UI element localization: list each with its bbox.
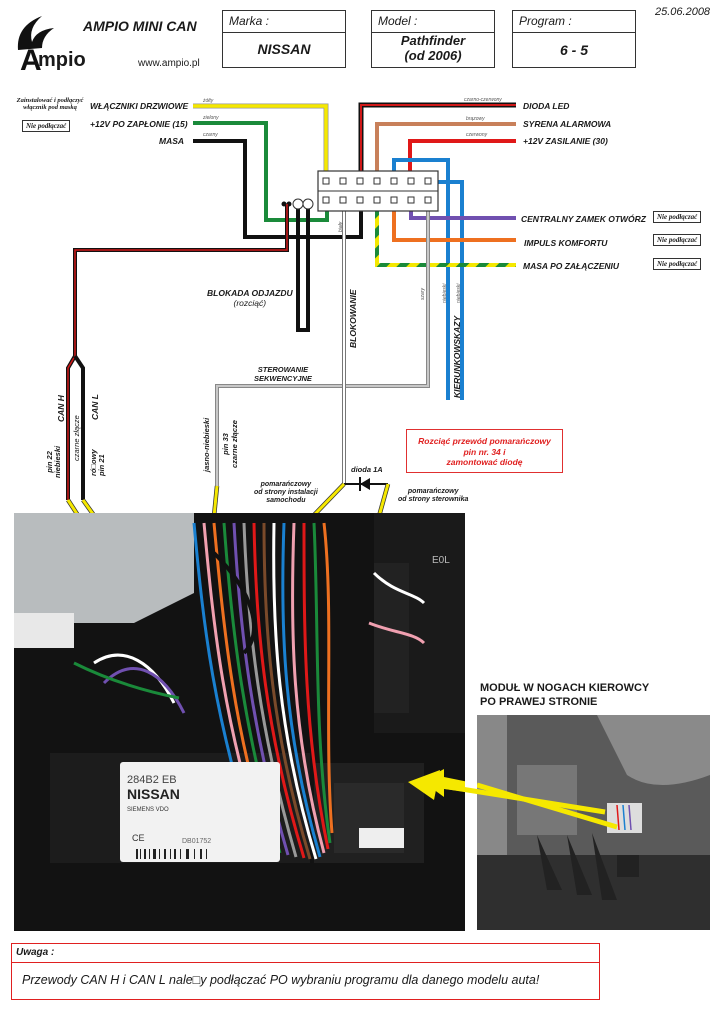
not-connect-badge-comfort: Nie podłączać — [653, 234, 702, 246]
wire-ground-switched — [375, 204, 516, 267]
marka-value: NISSAN — [257, 41, 311, 57]
date: 25.06.2008 — [655, 6, 711, 18]
footwell-photo-illustration — [477, 715, 710, 930]
diode-warning: Rozciąć przewód pomarańczowy pin nr. 34 … — [406, 429, 563, 473]
wire-door-switches — [193, 103, 329, 178]
brand-title: AMPIO MINI CAN — [83, 18, 197, 34]
logo-text: mpio — [38, 49, 86, 71]
label-central-lock: CENTRALNY ZAMEK OTWÓRZ — [521, 214, 646, 224]
color-black-red: czarno-czerwony — [464, 97, 502, 103]
label-comfort: IMPULS KOMFORTU — [524, 238, 608, 248]
color-blue-2: niebieski — [456, 283, 462, 303]
module-label-ce: CE — [132, 833, 145, 843]
wire-comfort — [392, 204, 516, 242]
indicators-label: KIERUNKOWSKAZY — [452, 315, 462, 398]
diode-symbol — [344, 477, 388, 491]
can-l-label: CAN L — [90, 394, 100, 420]
diode-label: dioda 1A — [351, 465, 383, 474]
light-blue-label: jasno-niebieski — [202, 417, 211, 472]
color-grey: szary — [420, 288, 426, 300]
label-ground-switched: MASA PO ZAŁĄCZENIU — [523, 261, 620, 271]
label-siren: SYRENA ALARMOWA — [523, 119, 612, 129]
black-connector-label: czarne złącze — [72, 415, 81, 461]
color-blue-1: niebieski — [442, 283, 448, 303]
wire-can-l — [73, 354, 85, 500]
program-label: Program : — [513, 11, 635, 33]
wiring-diagram — [66, 102, 516, 520]
immobilizer-label: BLOKADA ODJAZDU (rozciąć) — [207, 288, 293, 309]
model-value-line2: (od 2006) — [404, 47, 462, 63]
module-label-maker: SIEMENS VDO — [127, 807, 169, 813]
wire-power — [408, 139, 516, 178]
program-value: 6 - 5 — [559, 42, 588, 58]
color-red: czerwony — [466, 132, 488, 138]
logo-swoosh-icon: A — [17, 16, 54, 77]
sequential-label: STEROWANIE SEKWENCYJNE — [254, 365, 312, 383]
label-power: +12V ZASILANIE (30) — [523, 136, 608, 146]
install-note: Zainstalować i podłączyć włącznik pod ma… — [16, 97, 84, 112]
connector-block — [317, 170, 439, 212]
model-value-line1: Pathfinder — [400, 33, 466, 48]
marka-label: Marka : — [223, 11, 345, 33]
module-photo-illustration: 284B2 EB NISSAN SIEMENS VDO CE DB01752 E… — [14, 513, 465, 931]
not-connect-badge-central-lock: Nie podłączać — [653, 211, 702, 223]
color-white: biały — [338, 221, 344, 232]
program-box: Program : 6 - 5 — [512, 10, 636, 68]
can-h-label: CAN H — [56, 395, 66, 422]
warning-box: Uwaga : Przewody CAN H i CAN L nale□y po… — [11, 943, 600, 1000]
color-yellow: żółty — [203, 98, 214, 104]
wire-siren — [375, 122, 516, 178]
label-ground: MASA — [159, 136, 185, 146]
model-box: Model : Pathfinder (od 2006) — [371, 10, 495, 68]
locking-label: BLOKOWANIE — [348, 289, 358, 348]
wire-can-h — [66, 204, 289, 500]
wire-ignition — [193, 121, 329, 222]
module-location-heading: MODUŁ W NOGACH KIEROWCY PO PRAWEJ STRONI… — [480, 682, 650, 709]
module-label-id: DB01752 — [182, 838, 211, 845]
wire-sequential — [215, 204, 430, 486]
module-label-brand: NISSAN — [127, 786, 180, 802]
color-black: czarny — [203, 132, 218, 138]
not-connect-badge-ignition: Nie podłączać — [22, 120, 71, 132]
wire-immobilizer-loop — [281, 198, 314, 332]
svg-text:A: A — [20, 44, 42, 74]
ampio-logo: A — [6, 8, 96, 77]
label-door-switches: WŁĄCZNIKI DRZWIOWE — [90, 101, 189, 111]
wire-indicator-1 — [392, 158, 450, 400]
wire-ground — [193, 139, 363, 239]
module-photo: 284B2 EB NISSAN SIEMENS VDO CE DB01752 E… — [14, 513, 465, 931]
model-label: Model : — [372, 11, 494, 33]
wire-indicator-2 — [428, 180, 464, 400]
wire-led — [358, 102, 516, 178]
website-url[interactable]: www.ampio.pl — [138, 58, 200, 69]
warning-text: Przewody CAN H i CAN L nale□y podłączać … — [22, 973, 540, 987]
location-arrow-icon — [408, 770, 606, 815]
marka-box: Marka : NISSAN — [222, 10, 346, 68]
not-connect-badge-ground-switched: Nie podłączać — [653, 258, 702, 270]
color-brown: brązowy — [466, 116, 485, 122]
color-green: zielony — [203, 115, 219, 121]
side-mark: E0L — [432, 555, 450, 566]
footwell-photo — [477, 715, 710, 930]
module-label-code: 284B2 EB — [127, 774, 177, 786]
warning-title: Uwaga : — [12, 944, 599, 963]
label-ignition: +12V PO ZAPŁONIE (15) — [90, 119, 188, 129]
label-led: DIODA LED — [523, 101, 570, 111]
